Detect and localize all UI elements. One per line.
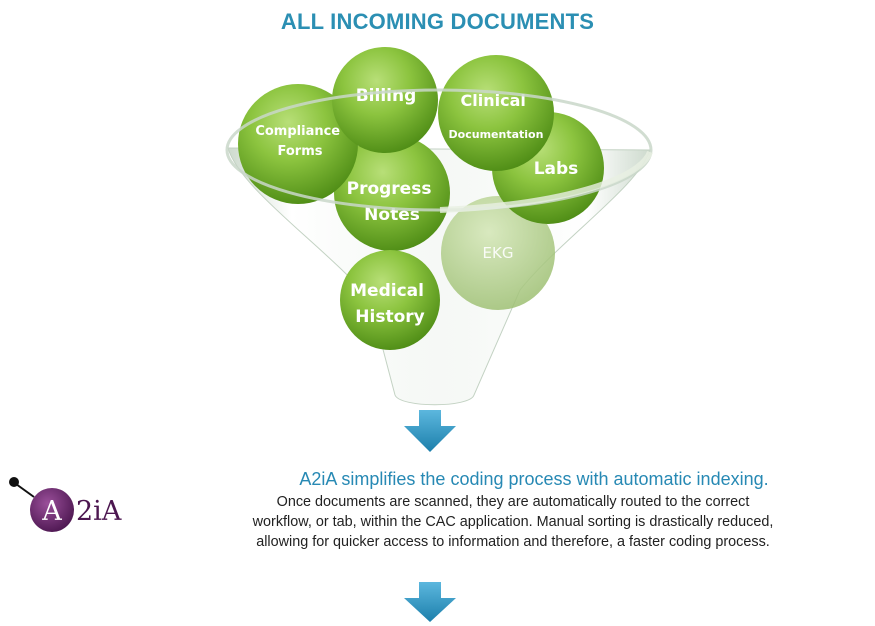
bubble-medical-history: Medical History — [340, 250, 440, 350]
description-text: Once documents are scanned, they are aut… — [157, 492, 869, 552]
down-arrow-icon-bottom — [404, 582, 456, 622]
svg-text:Clinical Documentation: Clinical Documentation — [449, 91, 544, 141]
svg-text:Billing: Billing — [356, 86, 417, 106]
bubble-billing: Billing — [332, 47, 438, 153]
description-line: allowing for quicker access to informati… — [256, 534, 770, 550]
description-line: workflow, or tab, within the CAC applica… — [252, 514, 774, 530]
headline: A2iA simplifies the coding process with … — [299, 469, 769, 489]
diagram-title: ALL INCOMING DOCUMENTS — [280, 9, 595, 34]
bubble-ekg: EKG — [441, 196, 555, 310]
svg-text:Compliance Forms: Compliance Forms — [255, 124, 344, 159]
bubble-clinical-documentation: Clinical Documentation — [438, 55, 554, 171]
a2ia-logo: A 2iA — [9, 477, 122, 532]
down-arrow-icon — [404, 410, 456, 452]
svg-text:Labs: Labs — [534, 159, 579, 179]
svg-text:A: A — [41, 496, 62, 527]
funnel-rim — [225, 88, 653, 212]
svg-text:EKG: EKG — [483, 244, 514, 262]
svg-text:2iA: 2iA — [76, 496, 122, 527]
description-line: Once documents are scanned, they are aut… — [276, 494, 750, 510]
svg-text:Medical History: Medical History — [350, 281, 430, 327]
